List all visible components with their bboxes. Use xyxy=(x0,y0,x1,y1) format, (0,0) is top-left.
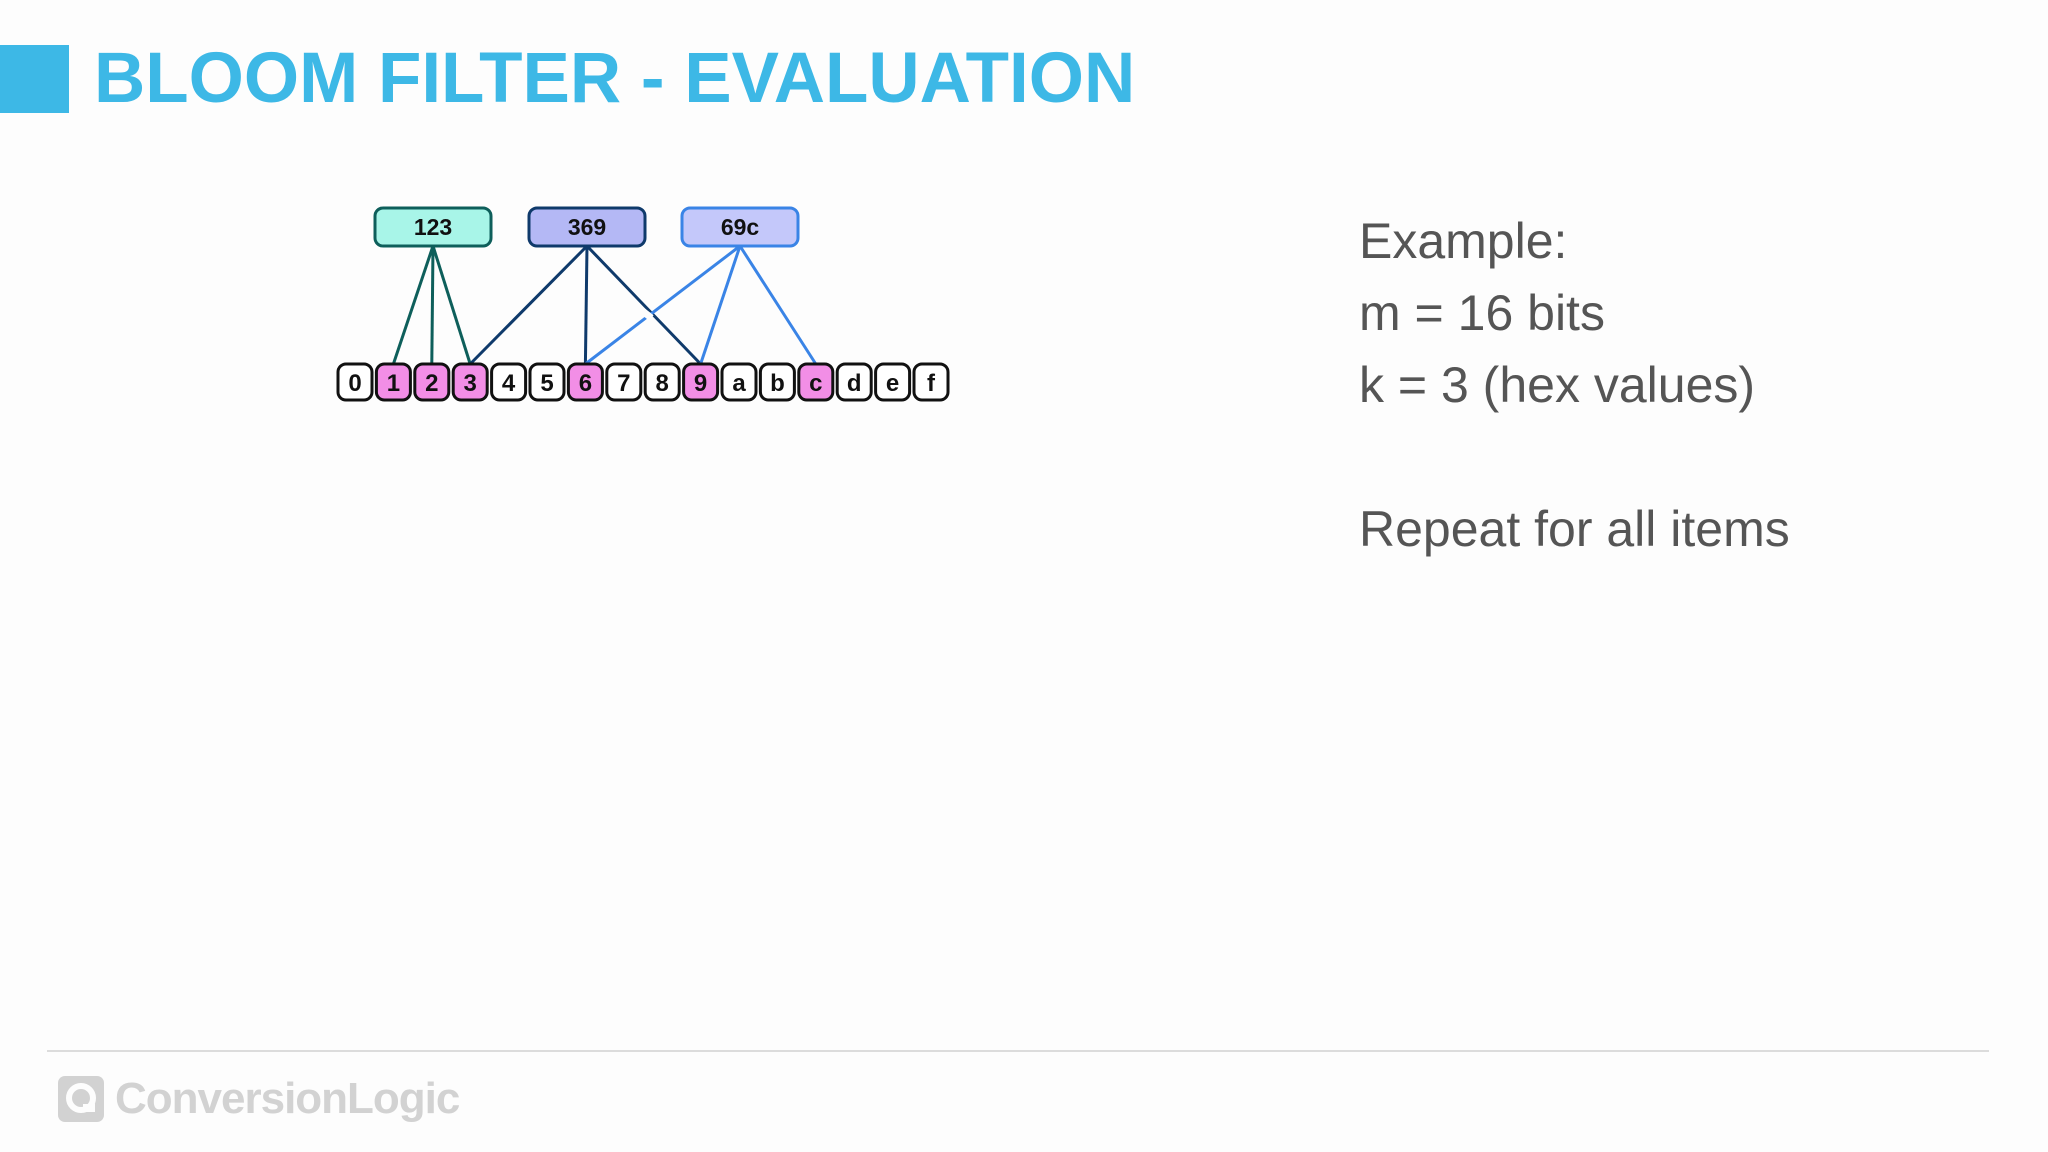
notes-m-value: m = 16 bits xyxy=(1359,285,1605,341)
item-369: 369 xyxy=(527,206,647,248)
bit-box xyxy=(643,362,681,402)
bit-cell-a: a xyxy=(720,362,758,402)
item-box xyxy=(373,206,493,248)
bit-cell-d: d xyxy=(835,362,873,402)
input-items: 123 369 69c xyxy=(373,206,800,248)
bit-cell-9: 9 xyxy=(682,362,720,402)
slide-title: BLOOM FILTER - EVALUATION xyxy=(94,39,1136,118)
example-notes: Example: m = 16 bits k = 3 (hex values) … xyxy=(1359,205,1790,565)
bit-cell-7: 7 xyxy=(605,362,643,402)
bit-cell-8: 8 xyxy=(643,362,681,402)
bit-label: b xyxy=(770,370,785,397)
hash-line-69c-c xyxy=(738,245,818,365)
hash-line-69c-6 xyxy=(584,244,741,366)
bit-box xyxy=(413,362,451,402)
conversionlogic-logo-icon xyxy=(58,1076,104,1122)
hash-line-369-9 xyxy=(585,244,702,366)
bit-box xyxy=(605,362,643,402)
bit-box xyxy=(874,362,912,402)
bit-box xyxy=(336,362,374,402)
footer-divider xyxy=(47,1050,1989,1052)
hash-line-69c-9 xyxy=(699,245,742,365)
hash-line-123-1 xyxy=(391,245,435,365)
item-69c: 69c xyxy=(680,206,800,248)
notes-example-heading: Example: xyxy=(1359,213,1568,269)
notes-repeat: Repeat for all items xyxy=(1359,501,1790,557)
bit-box xyxy=(566,362,604,402)
item-box xyxy=(680,206,800,248)
bit-label: 7 xyxy=(617,370,630,397)
bit-box xyxy=(451,362,489,402)
bit-label: 5 xyxy=(540,370,553,397)
bit-label: 2 xyxy=(425,370,438,397)
bit-cell-b: b xyxy=(758,362,796,402)
bit-cell-5: 5 xyxy=(528,362,566,402)
bit-label: 9 xyxy=(694,370,707,397)
bit-cell-0: 0 xyxy=(336,362,374,402)
bit-box xyxy=(374,362,412,402)
hash-line-369-3 xyxy=(469,244,589,366)
title-accent-bar xyxy=(0,45,69,113)
hash-line-123-3 xyxy=(431,245,472,365)
bit-label: 1 xyxy=(387,370,400,397)
item-label: 369 xyxy=(568,214,606,240)
item-label: 69c xyxy=(721,214,760,240)
bit-label: c xyxy=(809,370,822,397)
bit-cell-6: 6 xyxy=(566,362,604,402)
bit-cell-e: e xyxy=(874,362,912,402)
bit-label: 3 xyxy=(464,370,477,397)
logo-text: ConversionLogic xyxy=(115,1074,460,1123)
bit-cell-4: 4 xyxy=(490,362,528,402)
item-label: 123 xyxy=(414,214,452,240)
bit-label: 8 xyxy=(656,370,669,397)
hash-line-123-2 xyxy=(430,245,435,365)
hash-lines xyxy=(391,244,818,366)
bit-box xyxy=(912,362,950,402)
line-crossing-gap xyxy=(635,304,654,321)
bit-cell-c: c xyxy=(797,362,835,402)
bit-box xyxy=(835,362,873,402)
bit-cell-3: 3 xyxy=(451,362,489,402)
item-box xyxy=(527,206,647,248)
footer-logo: ConversionLogic xyxy=(57,1074,460,1124)
bit-label: 0 xyxy=(348,370,361,397)
bit-label: a xyxy=(732,370,746,397)
notes-spacer xyxy=(1359,421,1790,493)
hash-line-369-6 xyxy=(583,245,589,365)
bit-box xyxy=(528,362,566,402)
bit-label: 4 xyxy=(502,370,516,397)
bit-box xyxy=(490,362,528,402)
item-123: 123 xyxy=(373,206,493,248)
bit-label: f xyxy=(927,370,936,397)
bit-cell-1: 1 xyxy=(374,362,412,402)
bit-box xyxy=(758,362,796,402)
bit-box xyxy=(720,362,758,402)
bit-label: e xyxy=(886,370,899,397)
bit-label: d xyxy=(847,370,862,397)
bit-cell-2: 2 xyxy=(413,362,451,402)
bit-box xyxy=(797,362,835,402)
bit-cell-f: f xyxy=(912,362,950,402)
bit-box xyxy=(682,362,720,402)
bit-label: 6 xyxy=(579,370,592,397)
notes-k-value: k = 3 (hex values) xyxy=(1359,357,1756,413)
